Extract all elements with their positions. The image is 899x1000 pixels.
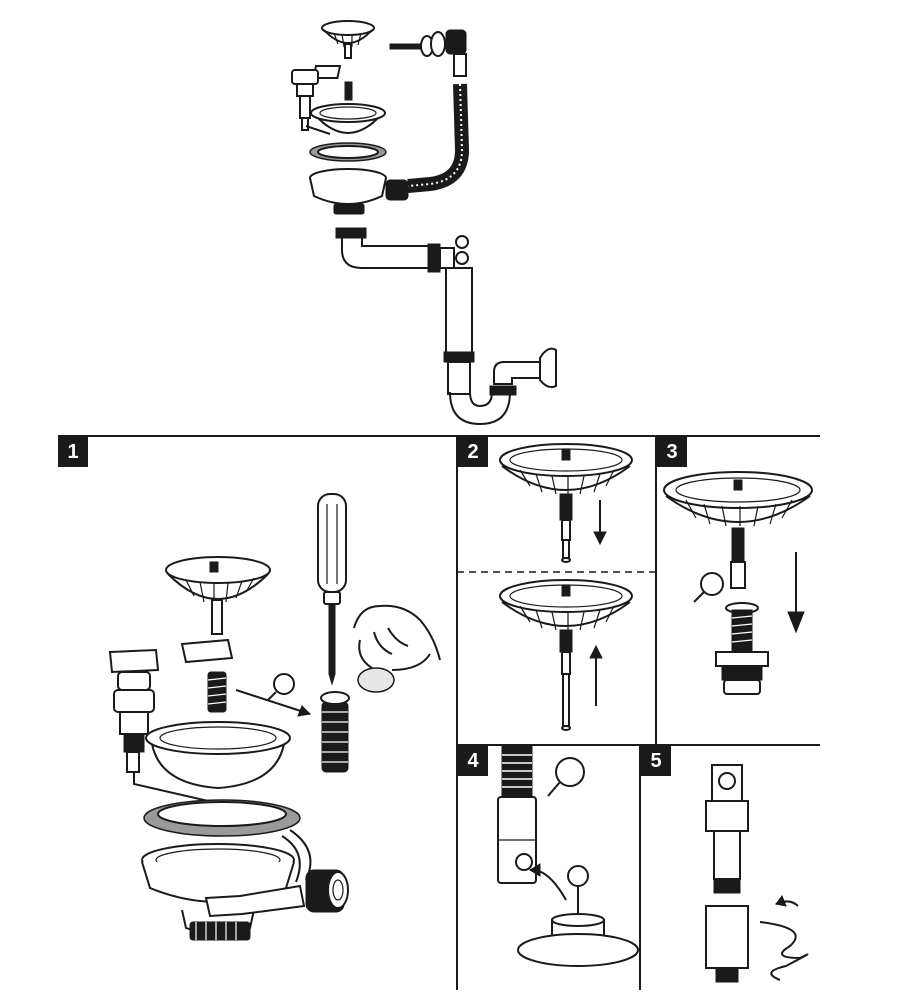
panel-4-illustration — [497, 744, 639, 967]
step-badge-1: 1 — [58, 437, 88, 467]
panel-1-illustration — [108, 493, 441, 941]
panel-3-illustration — [663, 471, 813, 695]
hand-with-sealant — [353, 604, 441, 693]
step-badge-3: 3 — [657, 437, 687, 467]
top-overflow-fitting — [389, 29, 467, 77]
panel-5-illustration — [705, 764, 809, 983]
exploded-drain-assembly — [291, 20, 557, 426]
step-badge-5: 5 — [641, 746, 671, 776]
top-drain-body — [309, 168, 409, 215]
step-badge-4: 4 — [458, 746, 488, 776]
top-lever-knob — [291, 69, 319, 131]
top-drain-bowl — [305, 103, 386, 135]
step-badge-2: 2 — [458, 437, 488, 467]
top-waste-trap — [335, 227, 557, 426]
top-strainer-basket — [321, 20, 375, 59]
screwdriver — [317, 493, 347, 686]
top-corrugated-hose — [407, 83, 470, 193]
panel-2-illustration — [499, 443, 633, 731]
